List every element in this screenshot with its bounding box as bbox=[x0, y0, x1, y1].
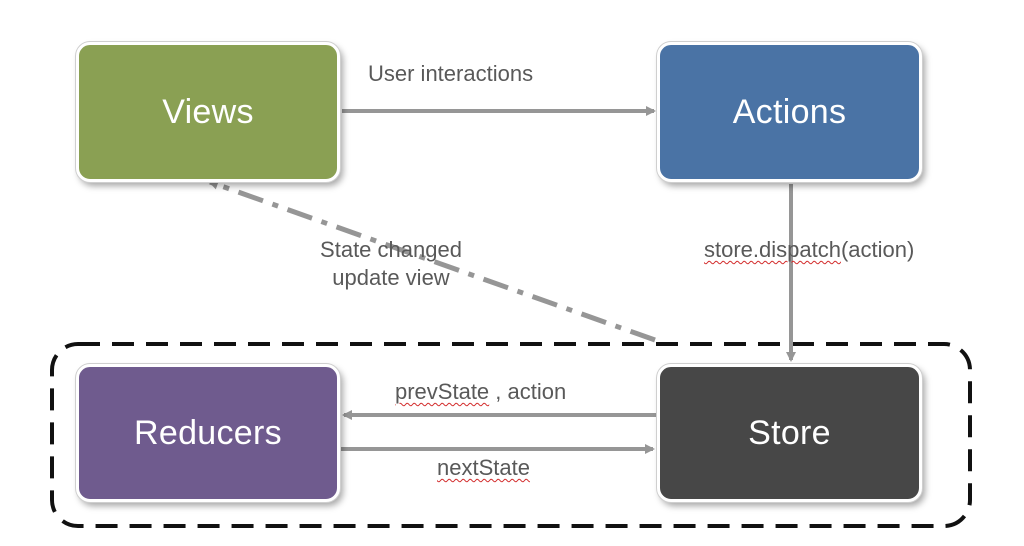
state-changed-label: State changed update view bbox=[306, 236, 476, 292]
dispatch-label-rest: (action) bbox=[840, 237, 915, 262]
prevstate-label-rest: , action bbox=[489, 379, 567, 404]
reducers-label: Reducers bbox=[134, 413, 282, 452]
actions-node: Actions bbox=[657, 42, 922, 182]
dispatch-label-main: store.dispatch bbox=[704, 237, 841, 262]
reducers-node: Reducers bbox=[76, 364, 340, 502]
state-changed-line-2: update view bbox=[332, 265, 450, 290]
actions-label: Actions bbox=[732, 92, 847, 131]
dispatch-label: store.dispatch(action) bbox=[704, 236, 914, 264]
views-node: Views bbox=[76, 42, 340, 182]
state-changed-line-1: State changed bbox=[320, 237, 462, 262]
store-boundary bbox=[50, 342, 972, 528]
store-node: Store bbox=[657, 364, 922, 502]
views-label: Views bbox=[162, 92, 254, 131]
prevstate-label: prevState , action bbox=[395, 378, 566, 406]
user-interactions-label: User interactions bbox=[368, 61, 534, 86]
nextstate-label-main: nextState bbox=[437, 455, 530, 480]
nextstate-label: nextState bbox=[437, 454, 530, 482]
prevstate-label-main: prevState bbox=[395, 379, 490, 404]
store-label: Store bbox=[748, 413, 831, 452]
